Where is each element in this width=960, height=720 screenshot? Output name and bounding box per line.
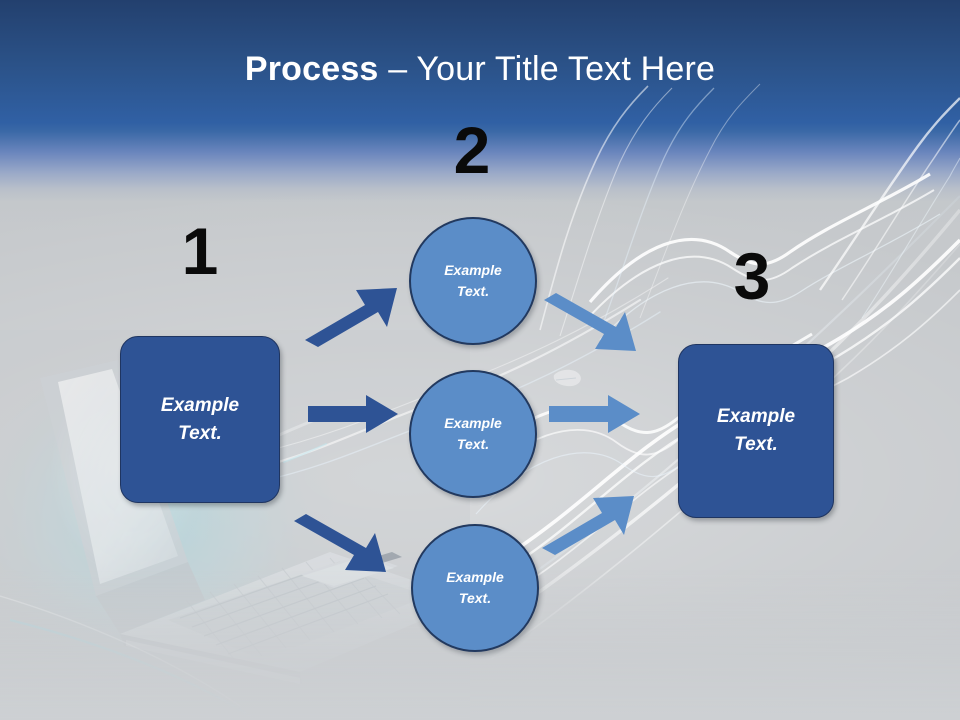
stage2-circle-3-line2: Text. [458,590,492,606]
step-number-1: 1 [181,214,219,288]
step-number-3: 3 [733,239,771,313]
stage2-circle-2-line1: Example [444,415,502,431]
title-bold-part: Process [244,50,379,88]
stage3-box-line2: Text. [734,434,778,455]
title-separator: – [378,50,417,88]
stage3-box[interactable]: Example Text. [678,344,834,518]
stage2-circle-2[interactable]: Example Text. [409,370,537,498]
stage1-box-line2: Text. [178,422,222,444]
stage2-circle-1-line2: Text. [456,283,490,299]
stage3-box-line1: Example [716,406,796,427]
stage1-box[interactable]: Example Text. [120,336,280,503]
step-number-2: 2 [453,113,491,187]
stage2-circle-3[interactable]: Example Text. [411,524,539,652]
stage1-box-line1: Example [160,394,240,416]
stage2-circle-1-line1: Example [444,262,502,278]
stage2-circle-3-line1: Example [446,569,504,585]
page-title: Process – Your Title Text Here [0,48,960,90]
title-light-part: Your Title Text Here [416,50,716,88]
stage2-circle-2-line2: Text. [456,436,490,452]
stage2-circle-1[interactable]: Example Text. [409,217,537,345]
